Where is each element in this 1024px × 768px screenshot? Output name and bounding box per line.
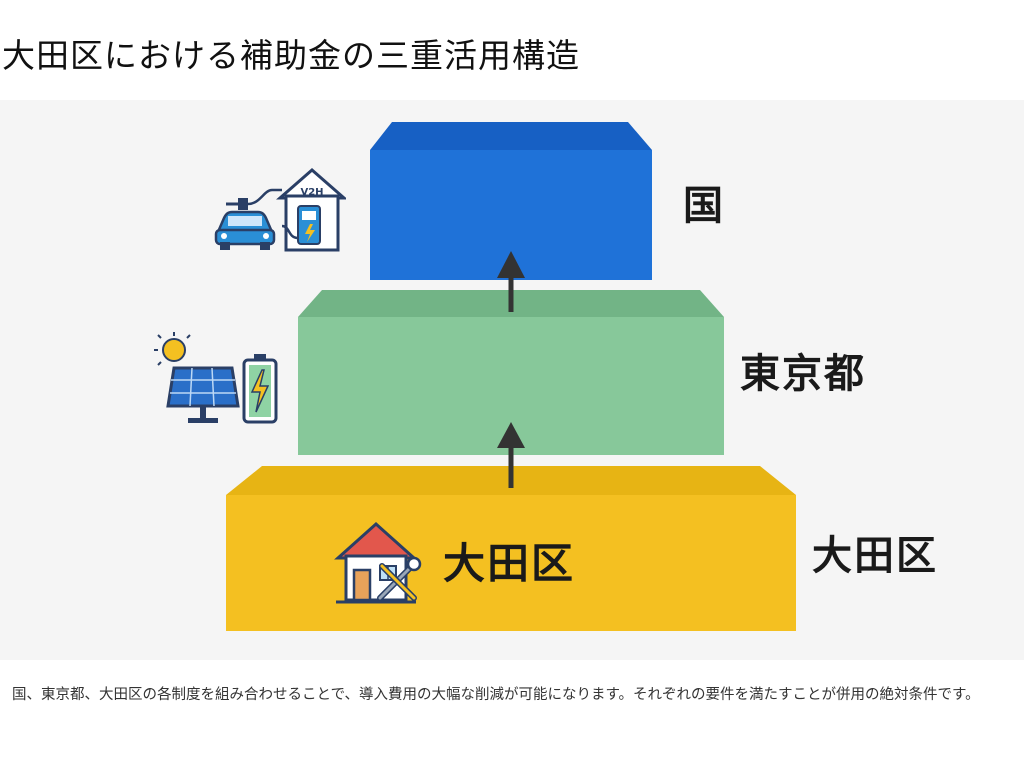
tier-block-ota [226,466,796,631]
arrow-up-icon [497,251,525,312]
tier-label-ota: 大田区 [812,533,938,579]
v2h-charger-car-icon: V2H [214,168,346,252]
v2h-text: V2H [300,187,323,198]
tier-block-label-ota: 大田区 [443,539,576,588]
tier-label-tokyo: 東京都 [740,351,866,397]
caption-text: 国、東京都、大田区の各制度を組み合わせることで、導入費用の大幅な削減が可能になり… [12,687,980,703]
page-title: 大田区における補助金の三重活用構造 [2,36,580,75]
tier-label-kuni: 国 [683,183,725,229]
solar-panel-battery-icon [154,332,278,424]
pyramid-graphic [226,122,796,631]
arrow-up-icon [497,422,525,488]
subsidy-pyramid-diagram: V2H [0,100,1024,660]
house-repair-icon [334,521,422,604]
tier-block-tokyo [298,290,724,455]
